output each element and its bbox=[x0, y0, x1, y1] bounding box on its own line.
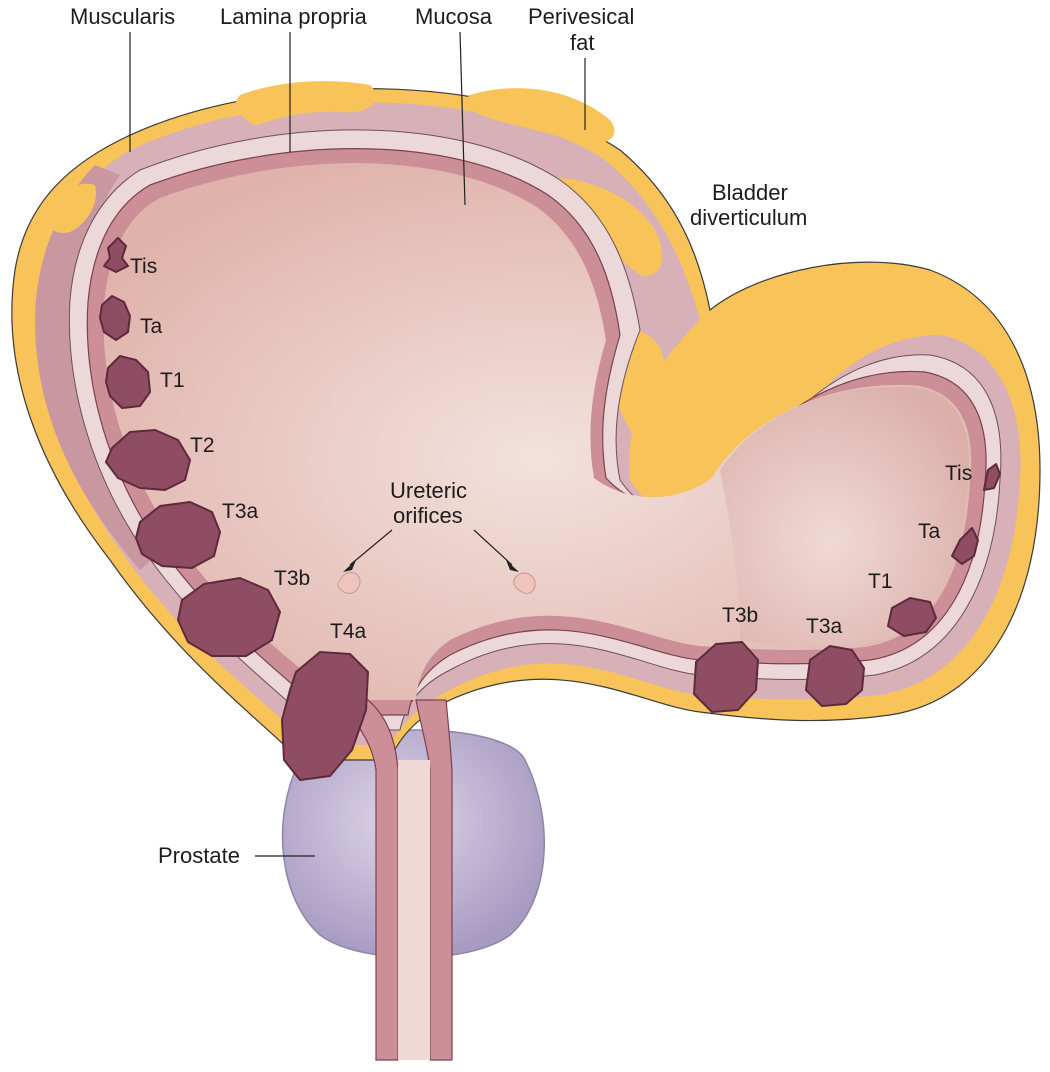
tumor-right-t3a bbox=[805, 645, 865, 707]
stage-right-t1: T1 bbox=[868, 570, 893, 593]
diverticulum-lumen bbox=[720, 386, 969, 647]
fat-island bbox=[235, 81, 376, 125]
label-diverticulum-line2: diverticulum bbox=[690, 205, 807, 230]
stage-right-t3b: T3b bbox=[722, 604, 758, 627]
tumor-right-t1 bbox=[887, 597, 937, 637]
label-lamina-propria: Lamina propria bbox=[220, 4, 368, 29]
ureteric-orifice-left bbox=[337, 572, 361, 594]
label-prostate: Prostate bbox=[158, 843, 240, 868]
fat-island bbox=[44, 183, 96, 233]
tumor-left-tis bbox=[103, 237, 129, 273]
label-diverticulum-line1: Bladder bbox=[712, 180, 788, 205]
arrow-left bbox=[343, 529, 393, 572]
stage-left-ta: Ta bbox=[140, 315, 163, 338]
tumor-left-t3b bbox=[177, 577, 281, 657]
label-ureteric-line1: Ureteric bbox=[390, 478, 467, 503]
tumor-left-ta bbox=[99, 295, 131, 341]
stage-right-ta: Ta bbox=[918, 520, 941, 543]
leader-mucosa bbox=[459, 31, 466, 206]
stage-right-tis: Tis bbox=[945, 462, 972, 485]
muscularis-left-band bbox=[35, 165, 175, 570]
arrow-right bbox=[473, 529, 519, 572]
stage-left-t3b: T3b bbox=[274, 567, 310, 590]
stage-left-t4a: T4a bbox=[330, 620, 367, 643]
label-muscularis: Muscularis bbox=[70, 4, 175, 29]
fat-island bbox=[466, 88, 615, 144]
tumor-left-t2 bbox=[105, 429, 191, 491]
stage-left-t3a: T3a bbox=[222, 500, 259, 523]
label-mucosa: Mucosa bbox=[415, 4, 493, 29]
stage-left-t1: T1 bbox=[160, 369, 185, 392]
urethra bbox=[398, 760, 430, 1060]
stage-left-tis: Tis bbox=[130, 255, 157, 278]
tumor-right-tis bbox=[983, 463, 1001, 491]
tumor-right-ta bbox=[951, 527, 979, 565]
label-perivesical-fat-line2: fat bbox=[570, 30, 594, 55]
tumor-left-t1 bbox=[105, 355, 151, 409]
label-perivesical-fat-line1: Perivesical bbox=[528, 4, 634, 29]
tumor-left-t4a bbox=[281, 651, 369, 781]
label-ureteric-line2: orifices bbox=[393, 503, 463, 528]
tumor-right-t3b bbox=[693, 641, 759, 713]
tumor-left-t3a bbox=[135, 501, 221, 569]
bladder-neck-right-wall bbox=[415, 699, 453, 1061]
stage-left-t2: T2 bbox=[190, 434, 215, 457]
ureteric-orifice-right bbox=[513, 572, 536, 595]
stage-right-t3a: T3a bbox=[806, 615, 843, 638]
